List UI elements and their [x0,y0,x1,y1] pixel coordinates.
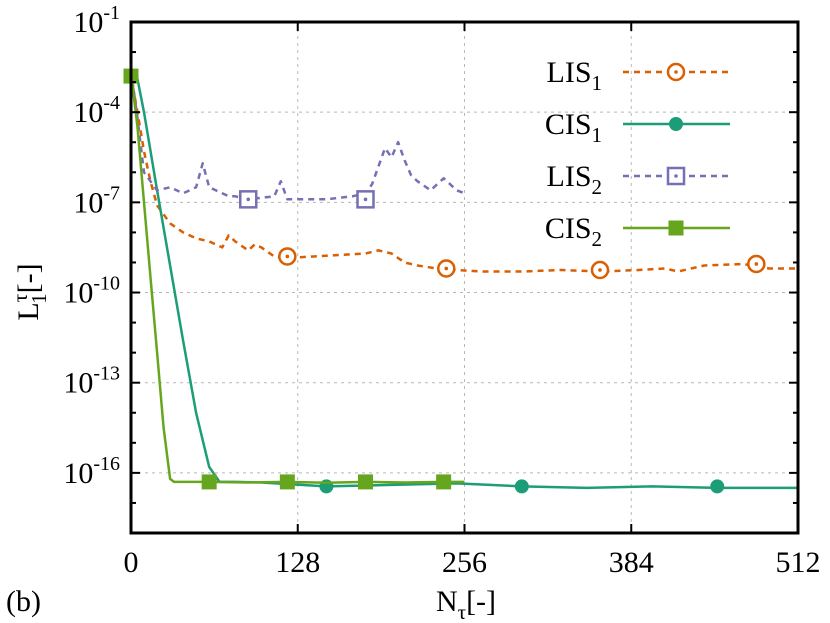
marker-filled-circle [669,117,683,131]
series-line [129,72,465,485]
series-lis1 [129,75,798,280]
series-line [129,69,465,201]
legend-item-cis2: CIS2 [545,212,730,251]
marker-dot [246,197,251,202]
x-axis-ticks: 0 128 256 384 512 [124,22,821,579]
marker-filled-square [357,474,373,490]
legend-label: LIS1 [547,56,603,95]
marker-dot [674,70,678,74]
legend-label: LIS2 [547,160,603,199]
series-line [129,75,798,273]
series-cis2 [123,68,465,490]
x-axis-label: Nτ[-] [436,585,496,623]
y-tick-label: 10-1 [73,2,120,39]
marker-dot [598,268,602,272]
marker-filled-square [436,474,452,490]
x-tick-label: 512 [776,546,821,579]
marker-filled-square [279,474,295,490]
marker-dot [674,174,678,178]
marker-filled-circle [514,479,529,494]
legend-item-cis1: CIS1 [545,108,730,147]
legend-item-lis1: LIS1 [547,56,730,95]
y-tick-label: 10-16 [63,453,120,490]
grid-lines [131,22,798,533]
x-tick-label: 256 [442,546,487,579]
legend-item-lis2: LIS2 [547,160,730,199]
series-lis2 [129,69,465,209]
x-tick-label: 0 [124,546,139,579]
marker-filled-square [201,474,217,490]
x-tick-label: 384 [609,546,654,579]
y-tick-label: 10-4 [73,92,120,129]
marker-filled-square [668,220,684,236]
series-layer [123,68,798,494]
legend-label: CIS1 [545,108,602,147]
x-tick-label: 128 [275,546,320,579]
panel-label: (b) [6,585,41,618]
legend-label: CIS2 [545,212,602,251]
marker-dot [444,266,449,271]
y-tick-label: 10-7 [73,182,120,219]
y-tick-label: 10-10 [63,273,120,310]
y-axis-ticks: 10-1 10-4 10-7 10-10 10-13 10-16 [63,2,798,534]
y-axis-label: Lτ1[-] [8,263,51,320]
marker-dot [285,254,290,259]
marker-filled-circle [710,479,725,494]
marker-dot [754,262,759,266]
y-tick-label: 10-13 [63,363,120,400]
marker-dot [363,197,368,202]
